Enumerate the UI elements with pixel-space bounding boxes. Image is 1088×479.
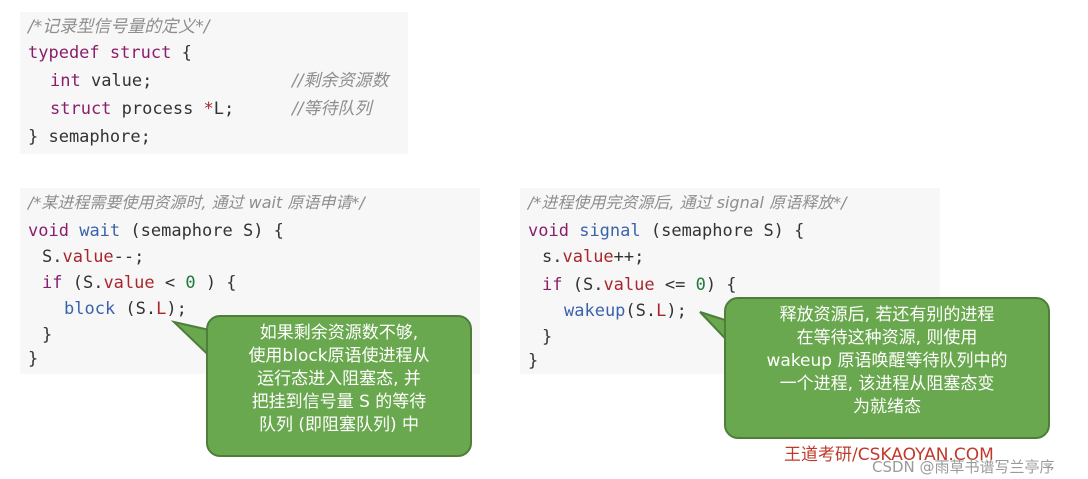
function-name: signal [579,221,641,241]
code-line: } [42,325,53,345]
code-line: } [542,327,553,347]
code-comment: //等待队列 [292,99,372,119]
code-text: process [111,99,204,119]
member: value [603,275,655,295]
code-comment: /*记录型信号量的定义*/ [28,17,210,37]
member: L [156,299,167,319]
watermark: CSDN @雨草书谱写兰亭序 [872,458,1055,476]
callout-line: 一个进程, 该进程从阻塞态变 [779,374,995,394]
code-text: (semaphore S) { [120,221,284,241]
code-line: if (S.value < 0 ) { [42,270,237,296]
code-comment: /*进程使用完资源后, 通过 signal 原语释放*/ [528,193,847,212]
member: value [62,247,114,267]
keyword: if [42,273,63,293]
callout-wait: 如果剩余资源数不够, 使用block原语使进程从 运行态进入阻塞态, 并 把挂到… [206,315,472,457]
code-line: typedef struct { [28,40,192,66]
code-text: ); [166,299,187,319]
callout-signal: 释放资源后, 若还有别的进程 在等待这种资源, 则使用 wakeup 原语唤醒等… [724,297,1050,439]
code-line: } [28,349,39,369]
code-text: --; [113,247,145,267]
code-text: s. [542,247,563,267]
code-line: struct process *L; [50,96,234,122]
code-text: (S. [625,301,657,321]
keyword: struct [109,43,172,63]
code-text: (semaphore S) { [640,221,805,241]
number: 0 [695,275,706,295]
code-line: wakeup(S.L); [564,298,687,324]
function-name: wait [79,221,121,241]
pointer-star: * [203,99,214,119]
brand-label: 王道考研/CSKAOYAN.COM [784,445,994,465]
code-line: int value; [50,68,152,94]
code-text: ) { [195,273,237,293]
keyword: int [50,71,81,91]
code-text: S. [42,247,63,267]
member: L [656,301,667,321]
function-name: wakeup [564,301,626,321]
callout-line: 为就绪态 [853,397,921,417]
callout-line: 如果剩余资源数不够, [259,323,419,343]
code-line: if (S.value <= 0) { [542,272,737,298]
code-text: ); [666,301,687,321]
callout-line: 释放资源后, 若还有别的进程 [779,305,995,325]
keyword: if [542,275,563,295]
callout-line: wakeup 原语唤醒等待队列中的 [766,351,1008,371]
code-text: { [171,43,192,63]
callout-line: 运行态进入阻塞态, 并 [257,369,421,389]
code-text: < [154,273,186,293]
code-text: ) { [705,275,737,295]
callout-line: 把挂到信号量 S 的等待 [251,392,427,412]
callout-line: 队列 (即阻塞队列) 中 [258,415,420,435]
code-text: (S. [562,275,604,295]
code-comment: //剩余资源数 [292,71,389,91]
code-line: void wait (semaphore S) { [28,218,284,244]
code-text: L; [213,99,235,119]
code-text: ++; [613,247,645,267]
semaphore-definition-code: /*记录型信号量的定义*/ typedef struct { int value… [20,12,408,154]
callout-line: 在等待这种资源, 则使用 [796,328,978,348]
keyword: void [528,221,569,241]
function-name: block [64,299,116,319]
code-line: } [528,351,539,371]
code-line: block (S.L); [64,296,187,322]
member: value [103,273,155,293]
code-comment: /*某进程需要使用资源时, 通过 wait 原语申请*/ [28,193,365,212]
keyword: typedef [28,43,100,63]
code-line: S.value--; [42,244,144,270]
code-text: (S. [62,273,104,293]
number: 0 [185,273,196,293]
keyword: struct [50,99,112,119]
member: value [562,247,614,267]
code-text: <= [654,275,696,295]
code-text: value; [80,71,153,91]
code-line: s.value++; [542,244,644,270]
code-text: (S. [115,299,157,319]
code-line: } semaphore; [28,127,151,147]
keyword: void [28,221,69,241]
callout-line: 使用block原语使进程从 [248,346,430,366]
code-line: void signal (semaphore S) { [528,218,804,244]
